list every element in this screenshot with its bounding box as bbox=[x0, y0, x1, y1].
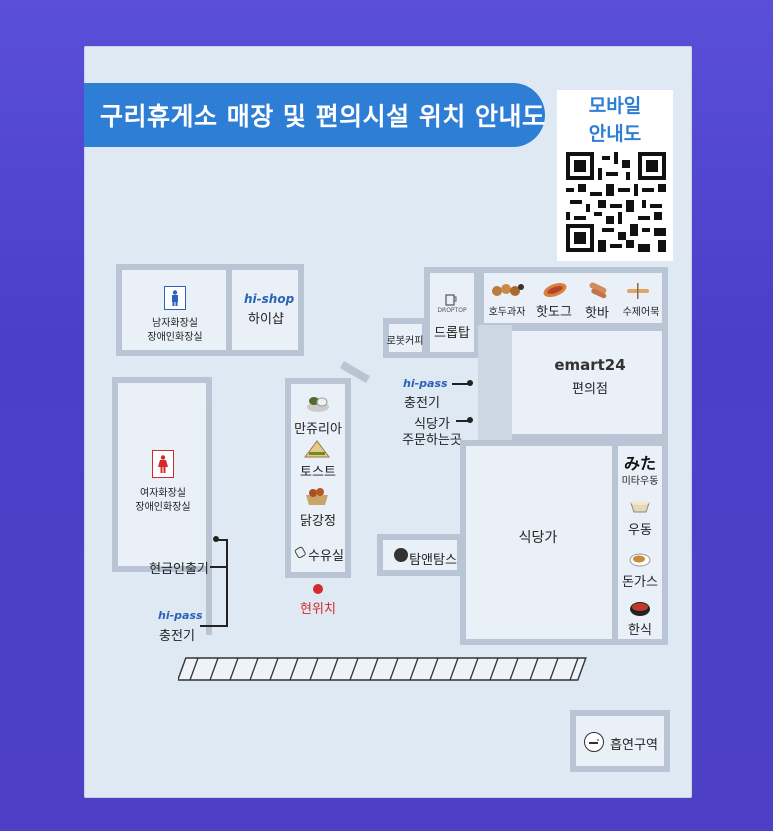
smoking-area-label: 흡연구역 bbox=[610, 738, 658, 753]
baby-bottle-icon bbox=[292, 543, 308, 559]
qr-code-icon[interactable] bbox=[566, 152, 666, 252]
snack-row[interactable] bbox=[478, 267, 668, 329]
hansik-label: 한식 bbox=[628, 623, 652, 638]
emart24-logo: emart24 bbox=[554, 356, 626, 374]
hotdog-icon bbox=[540, 280, 570, 300]
mobile-guide-box[interactable]: 모바일 안내도 bbox=[557, 90, 673, 261]
convenience-label: 편의점 bbox=[572, 382, 608, 397]
smoking-icon bbox=[584, 732, 604, 752]
current-location-label: 현위치 bbox=[300, 602, 336, 617]
restroom-men-label: 남자화장실 bbox=[152, 318, 198, 329]
atm-leader-2 bbox=[210, 566, 228, 568]
order-point-label-2: 주문하는곳 bbox=[402, 433, 462, 448]
parking-stripes bbox=[178, 657, 587, 681]
restroom-women-accessible-label: 장애인화장실 bbox=[135, 502, 191, 513]
restroom-women-label: 여자화장실 bbox=[140, 488, 186, 499]
dakgangjeong-icon bbox=[302, 484, 332, 508]
hansik-icon bbox=[628, 598, 652, 618]
order-point-label-1: 식당가 bbox=[414, 417, 450, 432]
nursing-label: 수유실 bbox=[308, 549, 344, 564]
atm-label: 현금인출기 bbox=[149, 562, 209, 577]
restroom-men-room[interactable] bbox=[116, 264, 232, 356]
mobile-guide-line-1: 모바일 bbox=[588, 95, 642, 117]
left-wall bbox=[206, 405, 212, 635]
convenience-corridor bbox=[478, 325, 512, 447]
donkatsu-icon bbox=[628, 550, 652, 568]
manjuria-label: 만쥬리아 bbox=[294, 422, 342, 437]
restroom-men-accessible-label: 장애인화장실 bbox=[147, 332, 203, 343]
mita-label: 미타우동 bbox=[621, 476, 659, 487]
droptop-room[interactable] bbox=[424, 267, 480, 358]
food-court-label: 식당가 bbox=[518, 530, 558, 546]
droptop-logo: DROPTOP bbox=[437, 307, 467, 314]
hodu-label: 호두과자 bbox=[488, 307, 526, 318]
hipass-left-logo: hi-pass bbox=[158, 609, 203, 622]
hishop-logo: hi-shop bbox=[244, 292, 295, 306]
hipass-leader-vertical bbox=[226, 539, 228, 625]
tamntams-label: 탐앤탐스 bbox=[409, 553, 457, 568]
dakgangjeong-label: 닭강정 bbox=[300, 514, 336, 529]
donkatsu-label: 돈가스 bbox=[622, 575, 658, 590]
hipass-mid-leader bbox=[452, 383, 468, 385]
mita-logo: みた bbox=[623, 454, 656, 473]
hishop-room[interactable] bbox=[226, 264, 304, 356]
current-location-icon bbox=[313, 584, 323, 594]
hishop-label: 하이샵 bbox=[248, 312, 284, 327]
tamntams-room[interactable] bbox=[377, 534, 463, 576]
robot-coffee-label: 로봇커피 bbox=[386, 336, 424, 347]
hotbar-label: 핫바 bbox=[585, 306, 609, 321]
mobile-guide-line-2: 안내도 bbox=[588, 123, 642, 145]
robot-coffee-room[interactable] bbox=[383, 318, 428, 358]
tamntams-icon bbox=[394, 548, 408, 562]
udon-icon bbox=[628, 496, 652, 514]
order-point-marker bbox=[467, 417, 473, 423]
hotdog-label: 핫도그 bbox=[536, 305, 572, 320]
atm-leader-1 bbox=[216, 539, 228, 541]
walnut-cake-icon bbox=[490, 280, 526, 300]
fishcake-icon bbox=[624, 282, 652, 300]
hipass-mid-marker bbox=[467, 380, 473, 386]
hotbar-icon bbox=[584, 280, 612, 302]
woman-icon bbox=[152, 450, 174, 478]
order-point-leader bbox=[456, 420, 468, 422]
fishcake-label: 수제어묵 bbox=[622, 307, 660, 318]
udon-label: 우동 bbox=[628, 523, 652, 538]
page-title: 구리휴게소 매장 및 편의시설 위치 안내도 bbox=[84, 83, 545, 147]
hipass-leader-2 bbox=[200, 625, 228, 627]
food-court-room[interactable] bbox=[460, 440, 620, 645]
toast-icon bbox=[302, 438, 332, 460]
hipass-mid-logo: hi-pass bbox=[403, 377, 448, 390]
man-icon bbox=[164, 286, 186, 310]
hipass-left-label: 충전기 bbox=[159, 629, 195, 644]
droptop-label: 드롭탑 bbox=[434, 326, 470, 341]
manjuria-icon bbox=[304, 392, 332, 414]
toast-label: 토스트 bbox=[300, 465, 336, 480]
hipass-mid-label: 충전기 bbox=[404, 396, 440, 411]
coffee-cup-icon bbox=[444, 292, 458, 306]
